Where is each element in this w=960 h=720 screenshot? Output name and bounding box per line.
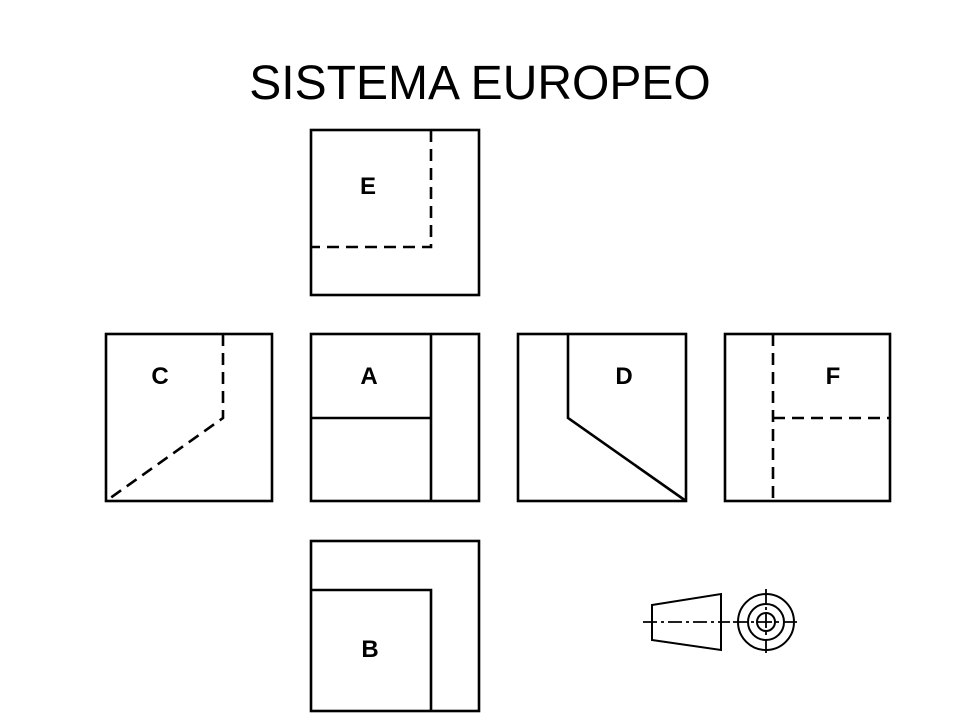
view-c-label: C: [151, 363, 168, 390]
view-f-label: F: [826, 363, 841, 390]
view-e-label: E: [360, 173, 376, 200]
view-d-label: D: [615, 363, 632, 390]
view-e: E: [309, 128, 481, 297]
view-a-label: A: [360, 363, 377, 390]
view-d: D: [516, 332, 688, 503]
view-f: F: [723, 332, 892, 503]
view-b: B: [309, 539, 481, 713]
view-a: A: [309, 332, 481, 503]
first-angle-projection-symbol-icon: [643, 589, 800, 656]
view-b-label: B: [361, 636, 378, 663]
view-c: C: [104, 332, 274, 503]
slide-title: SISTEMA EUROPEO: [249, 57, 711, 110]
